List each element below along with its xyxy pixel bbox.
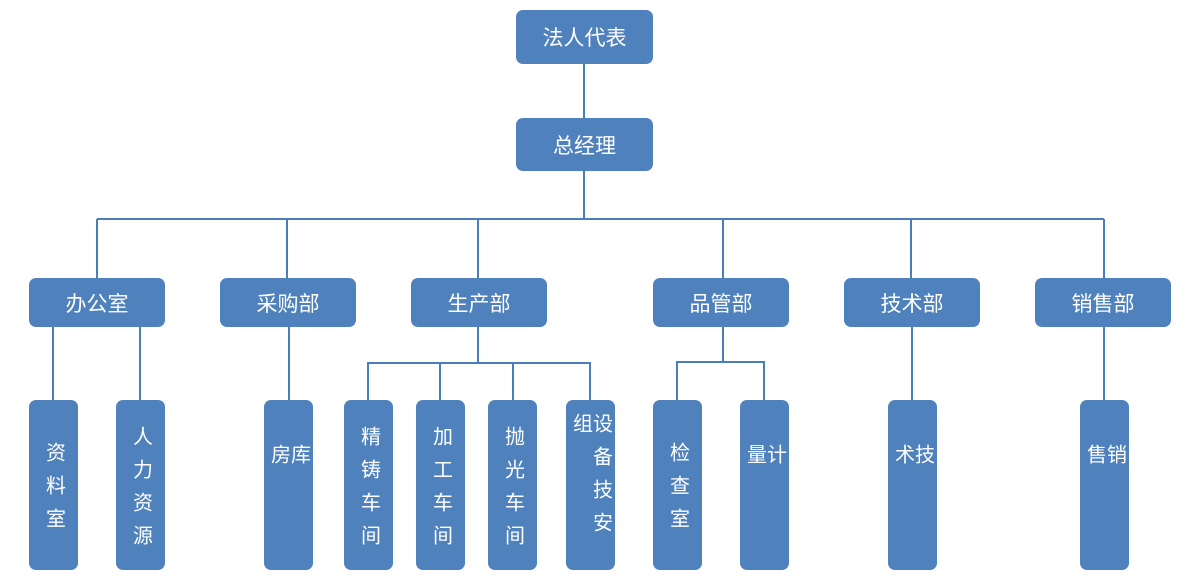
unit-label: 人力资源 — [129, 425, 152, 558]
unit-polishing-workshop: 抛光车间 — [488, 400, 537, 570]
unit-human-resources: 人力资源 — [116, 400, 165, 570]
dept-office: 办公室 — [29, 278, 165, 327]
dept-quality-control: 品管部 — [653, 278, 789, 327]
unit-precision-casting-workshop: 精铸车间 — [344, 400, 393, 570]
dept-purchasing: 采购部 — [220, 278, 356, 327]
unit-label: 设备技安组 — [569, 413, 612, 545]
unit-label: 抛光车间 — [501, 425, 524, 558]
dept-label: 采购部 — [256, 292, 320, 316]
unit-label: 计量 — [743, 444, 786, 508]
unit-label: 销售 — [1083, 444, 1126, 508]
unit-label: 技术 — [891, 444, 934, 508]
unit-warehouse: 库房 — [264, 400, 313, 570]
unit-label: 库房 — [267, 444, 310, 508]
unit-label: 资料室 — [42, 442, 65, 541]
dept-label: 技术部 — [880, 292, 944, 316]
unit-metrology: 计量 — [740, 400, 789, 570]
unit-archive-room: 资料室 — [29, 400, 78, 570]
dept-label: 品管部 — [689, 292, 753, 316]
dept-production: 生产部 — [411, 278, 547, 327]
dept-label: 销售部 — [1071, 292, 1135, 316]
unit-technology: 技术 — [888, 400, 937, 570]
dept-label: 生产部 — [447, 292, 511, 316]
node-label: 总经理 — [553, 134, 616, 158]
unit-inspection-room: 检查室 — [653, 400, 702, 570]
unit-label: 加工车间 — [429, 425, 452, 558]
node-legal-representative: 法人代表 — [516, 10, 653, 64]
unit-label: 检查室 — [666, 442, 689, 541]
dept-technical: 技术部 — [844, 278, 980, 327]
unit-machining-workshop: 加工车间 — [416, 400, 465, 570]
dept-sales: 销售部 — [1035, 278, 1171, 327]
dept-label: 办公室 — [65, 292, 129, 316]
unit-label: 精铸车间 — [357, 425, 380, 558]
unit-sales: 销售 — [1080, 400, 1129, 570]
unit-equipment-safety-team: 设备技安组 — [566, 400, 615, 570]
node-general-manager: 总经理 — [516, 118, 653, 171]
node-label: 法人代表 — [542, 27, 627, 50]
